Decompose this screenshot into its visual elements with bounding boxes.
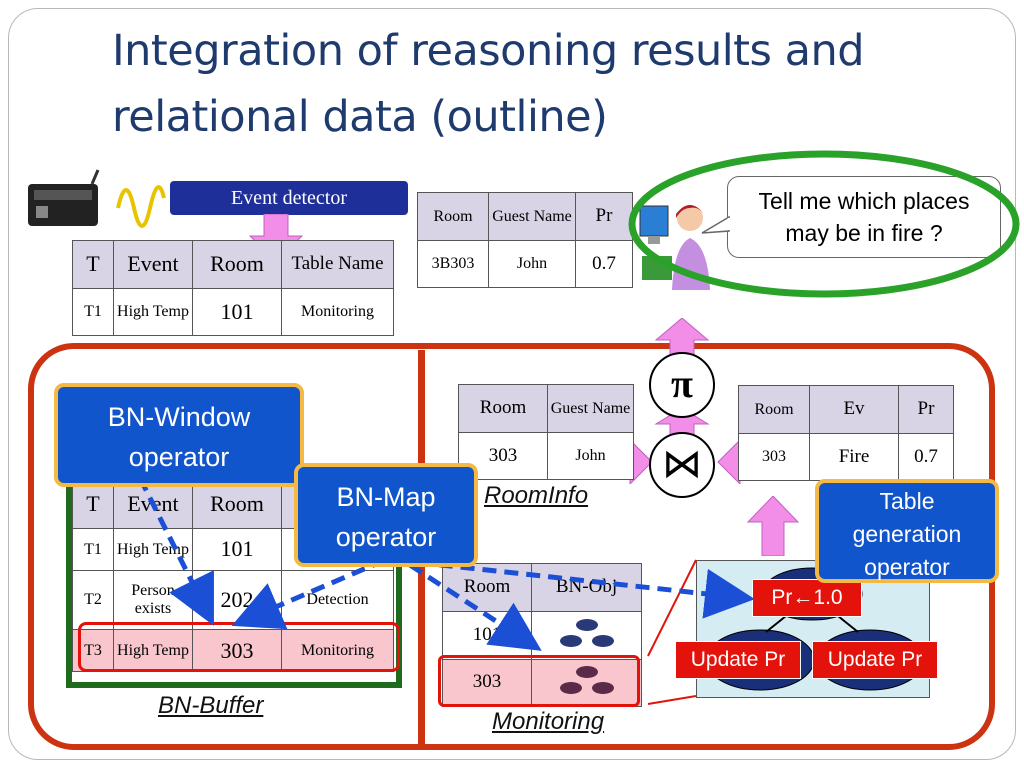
bn-window-operator: BN-Window operator [54, 383, 304, 487]
event-detector-label: Event detector [230, 187, 348, 209]
table-cell: 0.7 [898, 433, 954, 481]
header-cell: Room [417, 192, 489, 241]
table-cell: Monitoring [281, 288, 394, 336]
table-cell: John [488, 240, 576, 288]
zoom-lines [647, 559, 697, 705]
projection-symbol: π [671, 361, 693, 406]
table-cell: 101 [192, 288, 282, 336]
table-cell: 0.7 [575, 240, 633, 288]
join-operator: ⋈ [649, 432, 715, 498]
bn-object-cell [531, 611, 642, 660]
header-cell: Guest Name [547, 384, 634, 433]
table-cell: John [547, 432, 634, 480]
result-table: Room Ev Pr 303 Fire 0.7 [738, 385, 954, 481]
top-guest-table: Room Guest Name Pr 3B303 John 0.7 [417, 192, 633, 288]
header-cell: Pr [898, 385, 954, 434]
speech-bubble: Tell me which places may be in fire ? [727, 176, 1001, 258]
roominfo-label: RoomInfo [484, 482, 589, 509]
header-cell: Room [192, 240, 282, 289]
bn-buffer-label: BN-Buffer [158, 692, 264, 719]
header-cell: Room [738, 385, 810, 434]
bn-window-label: BN-Window operator [107, 402, 251, 472]
header-cell: Room [458, 384, 548, 433]
table-cell: Monitoring [281, 629, 394, 672]
table-cell: 303 [192, 629, 282, 672]
header-cell: Table Name [281, 240, 394, 289]
table-generation-operator: Table generation operator [815, 479, 999, 583]
header-cell: BN-Obj [531, 563, 642, 612]
pink-up-arrow-icon [654, 318, 710, 358]
header-cell: Room [192, 480, 282, 529]
table-cell: 303 [738, 433, 810, 481]
speech-bubble-text: Tell me which places may be in fire ? [758, 188, 970, 246]
event-detector-box: Event detector [170, 181, 408, 215]
bubble-tail [701, 215, 730, 234]
monitoring-row-highlight [438, 655, 640, 707]
bn-map-operator: BN-Map operator [294, 463, 478, 567]
monitoring-label: Monitoring [492, 708, 605, 735]
bn-map-label: BN-Map operator [335, 482, 437, 552]
header-cell: Pr [575, 192, 633, 241]
bn-object-cell [531, 658, 642, 707]
table-cell: High Temp [113, 528, 193, 571]
slide-title: Integration of reasoning results and rel… [112, 26, 865, 142]
pink-up-arrow-icon [654, 408, 710, 438]
roominfo-table: Room Guest Name 303 John [458, 384, 634, 480]
table-generation-label: Table generation operator [852, 488, 962, 580]
update-probability-right: Update Pr [812, 641, 938, 679]
top-event-table: T Event Room Table Name T1 High Temp 101… [72, 240, 394, 336]
green-highlight-ellipse [628, 150, 1020, 298]
user-at-computer-icon [639, 205, 710, 290]
bayesian-network-icon [559, 666, 614, 695]
join-symbol: ⋈ [662, 441, 702, 487]
header-cell: Ev [809, 385, 899, 434]
bayesian-network-icon [559, 618, 614, 647]
table-cell: 303 [442, 658, 532, 707]
table-cell: 303 [458, 432, 548, 480]
header-cell: T [72, 480, 114, 529]
table-cell: High Temp [113, 629, 193, 672]
table-cell: 101 [192, 528, 282, 571]
set-probability-label: Pr←1.0 [752, 579, 862, 617]
projection-operator: π [649, 352, 715, 418]
sensor-device-icon [28, 169, 166, 228]
pink-up-arrow-icon [746, 496, 800, 556]
update-probability-left: Update Pr [675, 641, 801, 679]
header-cell: Guest Name [488, 192, 576, 241]
